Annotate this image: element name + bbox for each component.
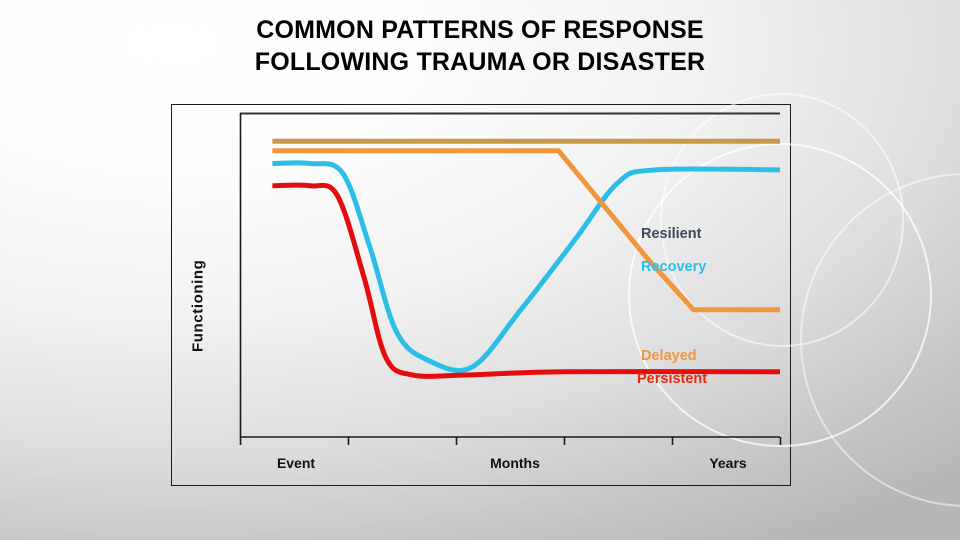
- legend-label-resilient: Resilient: [641, 226, 702, 242]
- watermark-circle-outer-icon: [800, 173, 960, 507]
- page-title: COMMON PATTERNS OF RESPONSE FOLLOWING TR…: [0, 14, 960, 78]
- trajectory-line-chart: [239, 112, 782, 445]
- x-axis-label-years: Years: [709, 455, 747, 471]
- x-axis-label-event: Event: [276, 455, 316, 471]
- x-axis-label-months: Months: [490, 455, 540, 471]
- series-layer: [272, 138, 781, 379]
- series-line-delayed: [272, 148, 780, 313]
- title-line-2: FOLLOWING TRAUMA OR DISASTER: [254, 48, 706, 76]
- series-line-recovery: [272, 160, 781, 373]
- legend-label-delayed: Delayed: [641, 348, 697, 364]
- series-line-persistent: [272, 182, 781, 379]
- legend-label-recovery: Recovery: [641, 259, 707, 275]
- legend-label-persistent: Persistent: [637, 371, 708, 387]
- x-axis-ticks: [239, 437, 782, 445]
- y-axis-title: Functioning: [189, 259, 207, 353]
- title-line-1: COMMON PATTERNS OF RESPONSE: [256, 16, 704, 44]
- chart-frame-border: [171, 104, 791, 486]
